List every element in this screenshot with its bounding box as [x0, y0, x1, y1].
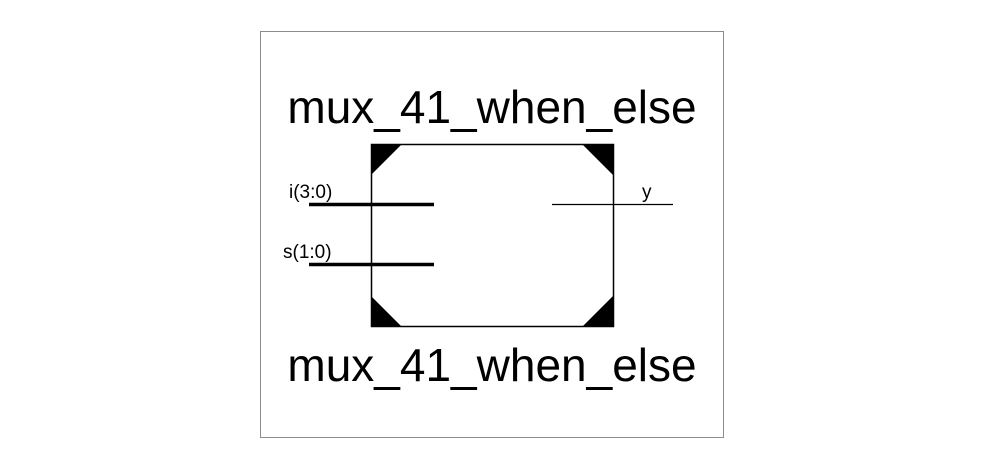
corner-marker-bottom-left	[371, 296, 402, 327]
component-body	[370, 143, 615, 328]
port-label-i: i(3:0)	[289, 182, 333, 203]
corner-marker-top-right	[582, 144, 613, 175]
port-label-y: y	[642, 182, 652, 203]
port-label-s: s(1:0)	[283, 242, 332, 263]
instance-name-label: mux_41_when_else	[287, 339, 697, 391]
component-name-label: mux_41_when_else	[287, 81, 697, 133]
corner-marker-top-left	[371, 144, 402, 175]
corner-marker-bottom-right	[582, 296, 613, 327]
